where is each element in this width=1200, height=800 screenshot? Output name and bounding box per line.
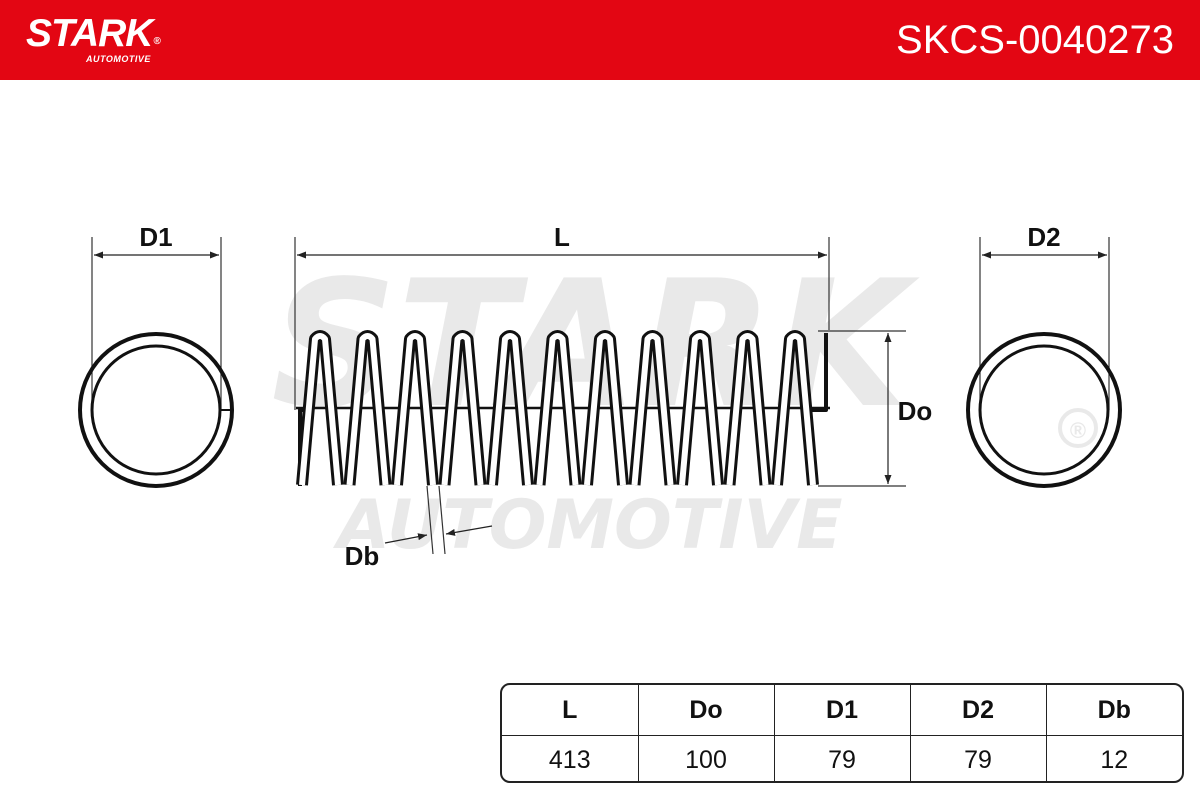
end-view-d2: D2 — [966, 222, 1122, 488]
spec-value-db: 12 — [1100, 745, 1129, 774]
spring-coil-highlight — [346, 333, 389, 486]
spec-value-d1: 79 — [774, 735, 911, 781]
spec-value-d2: 79 — [910, 735, 1047, 781]
length-dimension: L — [294, 222, 830, 410]
spec-header-row: L Do D1 D2 Db — [502, 685, 1182, 736]
wire-diameter-dimension: Db — [345, 485, 493, 571]
spec-value-l: 413 — [502, 735, 639, 781]
do-label: Do — [898, 396, 933, 426]
spec-header-l: L — [502, 685, 639, 736]
spring-coil-highlight — [679, 333, 721, 486]
specification-table: L Do D1 D2 Db 413 100 79 79 12 — [500, 683, 1184, 783]
d2-label: D2 — [1027, 222, 1060, 252]
registered-mark: ® — [153, 36, 161, 47]
spring-coil-highlight — [774, 333, 816, 486]
spec-header-do: Do — [638, 685, 775, 736]
spec-value-do: 100 — [638, 735, 775, 781]
spring-coil-highlight — [441, 333, 484, 486]
part-number: SKCS-0040273 — [896, 18, 1174, 62]
watermark-registered-mark: ® — [1070, 418, 1086, 443]
spring-coil-highlight — [584, 333, 626, 486]
spring-side-view — [296, 330, 830, 486]
spring-coil-highlight — [631, 333, 674, 486]
brand-logo-text: STARK — [26, 12, 153, 55]
spec-header-d2: D2 — [910, 685, 1047, 736]
brand-logo-subtext: AUTOMOTIVE — [86, 54, 151, 64]
spring-coil-highlight — [394, 333, 436, 486]
spring-coil-highlight — [299, 333, 341, 486]
spec-header-db: Db — [1046, 685, 1182, 736]
watermark-subtext: AUTOMOTIVE — [332, 486, 842, 565]
spring-coils — [296, 330, 819, 486]
spec-header-d1: D1 — [774, 685, 911, 736]
spring-coil-highlight — [489, 333, 531, 486]
db-label: Db — [345, 541, 380, 571]
l-label: L — [554, 222, 570, 252]
brand-logo: STARK® AUTOMOTIVE — [26, 12, 161, 65]
watermark-registered-circle — [1058, 408, 1098, 448]
end-view-d1: D1 — [78, 222, 234, 488]
spring-coil-highlight — [536, 333, 579, 486]
spec-value-row: 413 100 79 79 12 — [502, 735, 1182, 781]
header-bar: STARK® AUTOMOTIVE SKCS-0040273 — [0, 0, 1200, 80]
d1-label: D1 — [139, 222, 172, 252]
outer-diameter-dimension: Do — [818, 330, 933, 487]
spring-coil-highlight — [726, 333, 769, 486]
